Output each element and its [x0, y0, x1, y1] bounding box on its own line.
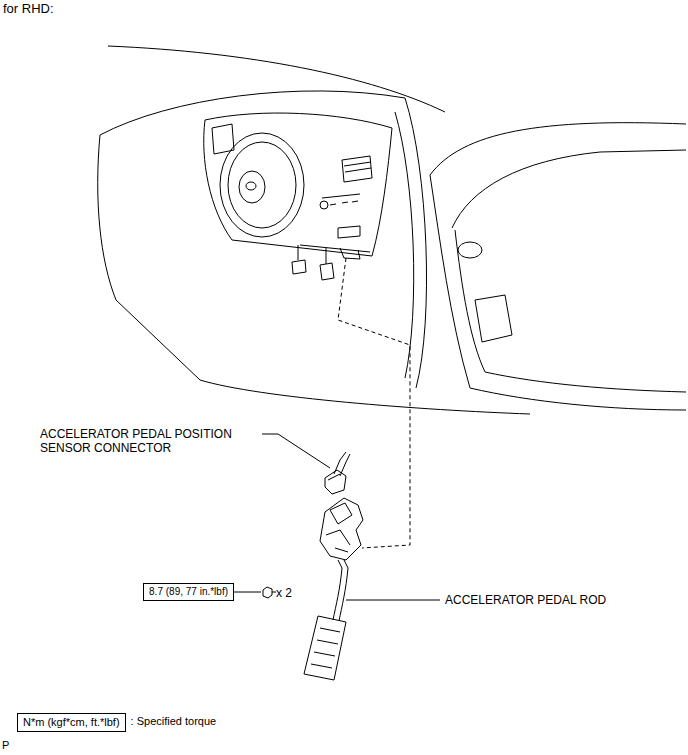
steering-wheel-inner — [228, 142, 296, 228]
door-frame-inner — [395, 112, 414, 378]
center-vent — [342, 156, 372, 182]
part-name: ACCELERATOR PEDAL POSITION SENSOR CONNEC… — [40, 427, 255, 456]
legend-box: N*m (kgf*cm, ft.*lbf) — [17, 713, 126, 732]
title-text: for RHD: — [3, 1, 54, 17]
emblem — [246, 182, 256, 190]
dashboard-top — [205, 113, 392, 128]
box-text: N*m (kgf*cm, ft.*lbf) — [23, 716, 120, 728]
steering-hub — [239, 171, 265, 203]
center-knob — [320, 201, 328, 209]
door-trim — [455, 230, 686, 392]
door-window-inner — [452, 150, 686, 228]
door-handle — [458, 242, 482, 258]
windshield-edge — [100, 91, 405, 135]
bolt — [263, 587, 276, 598]
door-edge — [430, 175, 686, 410]
accelerator-pedal-small — [320, 263, 334, 280]
leader-line — [262, 434, 330, 468]
lower-panel — [300, 245, 370, 259]
housing-detail — [326, 503, 352, 552]
quantity: x 2 — [276, 586, 292, 600]
connector-wire — [334, 452, 350, 476]
door-pocket — [475, 295, 512, 342]
page-code: P — [2, 739, 9, 752]
pedal-housing — [320, 498, 363, 560]
door-window-top — [430, 123, 686, 175]
pedal-pad — [304, 616, 346, 680]
steering-wheel — [220, 133, 304, 237]
leader-line — [234, 592, 261, 593]
legend-text: : Specified torque — [131, 715, 217, 728]
center-slot — [338, 226, 360, 238]
part-name: ACCELERATOR PEDAL ROD — [445, 593, 606, 607]
torque-box: 8.7 (89, 77 in.*lbf) — [143, 583, 234, 601]
location-line — [338, 258, 410, 548]
dashboard-face — [204, 120, 392, 256]
roof-line — [108, 46, 445, 112]
accelerator-pedal-rod — [333, 560, 348, 621]
brake-pedal — [292, 260, 306, 274]
pedal-arms — [298, 245, 326, 264]
box-text: 8.7 (89, 77 in.*lbf) — [149, 586, 228, 597]
sensor-connector — [325, 470, 346, 494]
leader-line — [346, 600, 440, 601]
